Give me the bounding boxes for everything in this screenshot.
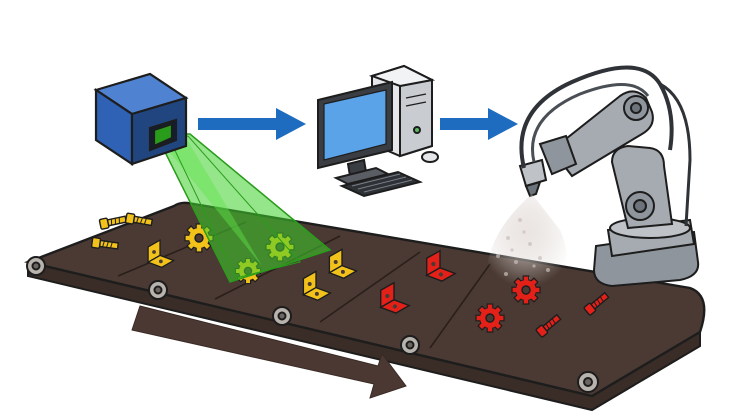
flow-arrow-computer-to-robot <box>440 108 518 140</box>
belt-rollers <box>26 256 599 393</box>
camera-icon <box>93 72 189 167</box>
vision-camera <box>93 72 189 167</box>
roller <box>577 371 599 393</box>
computer-icon <box>317 64 439 198</box>
robot-hose-3 <box>659 82 692 227</box>
robot-hose-2 <box>531 83 650 163</box>
roller <box>26 256 46 276</box>
mouse <box>421 151 439 163</box>
part-gear <box>475 303 505 333</box>
robot-wrist <box>538 134 578 176</box>
conveyor-direction-arrow <box>131 305 407 399</box>
control-computer <box>317 64 439 198</box>
robot-arm-icon <box>518 65 700 288</box>
power-led <box>413 126 421 134</box>
spray-mist <box>486 194 567 288</box>
flow-arrow-camera-to-computer <box>198 108 306 140</box>
roller <box>148 280 168 300</box>
robot-arm-sprayer <box>486 65 700 288</box>
roller <box>400 335 420 355</box>
roller <box>272 306 292 326</box>
spray-nozzle <box>518 158 548 188</box>
robot-hose-1 <box>519 65 674 169</box>
part-gear <box>511 275 541 305</box>
monitor-screen <box>323 89 387 161</box>
